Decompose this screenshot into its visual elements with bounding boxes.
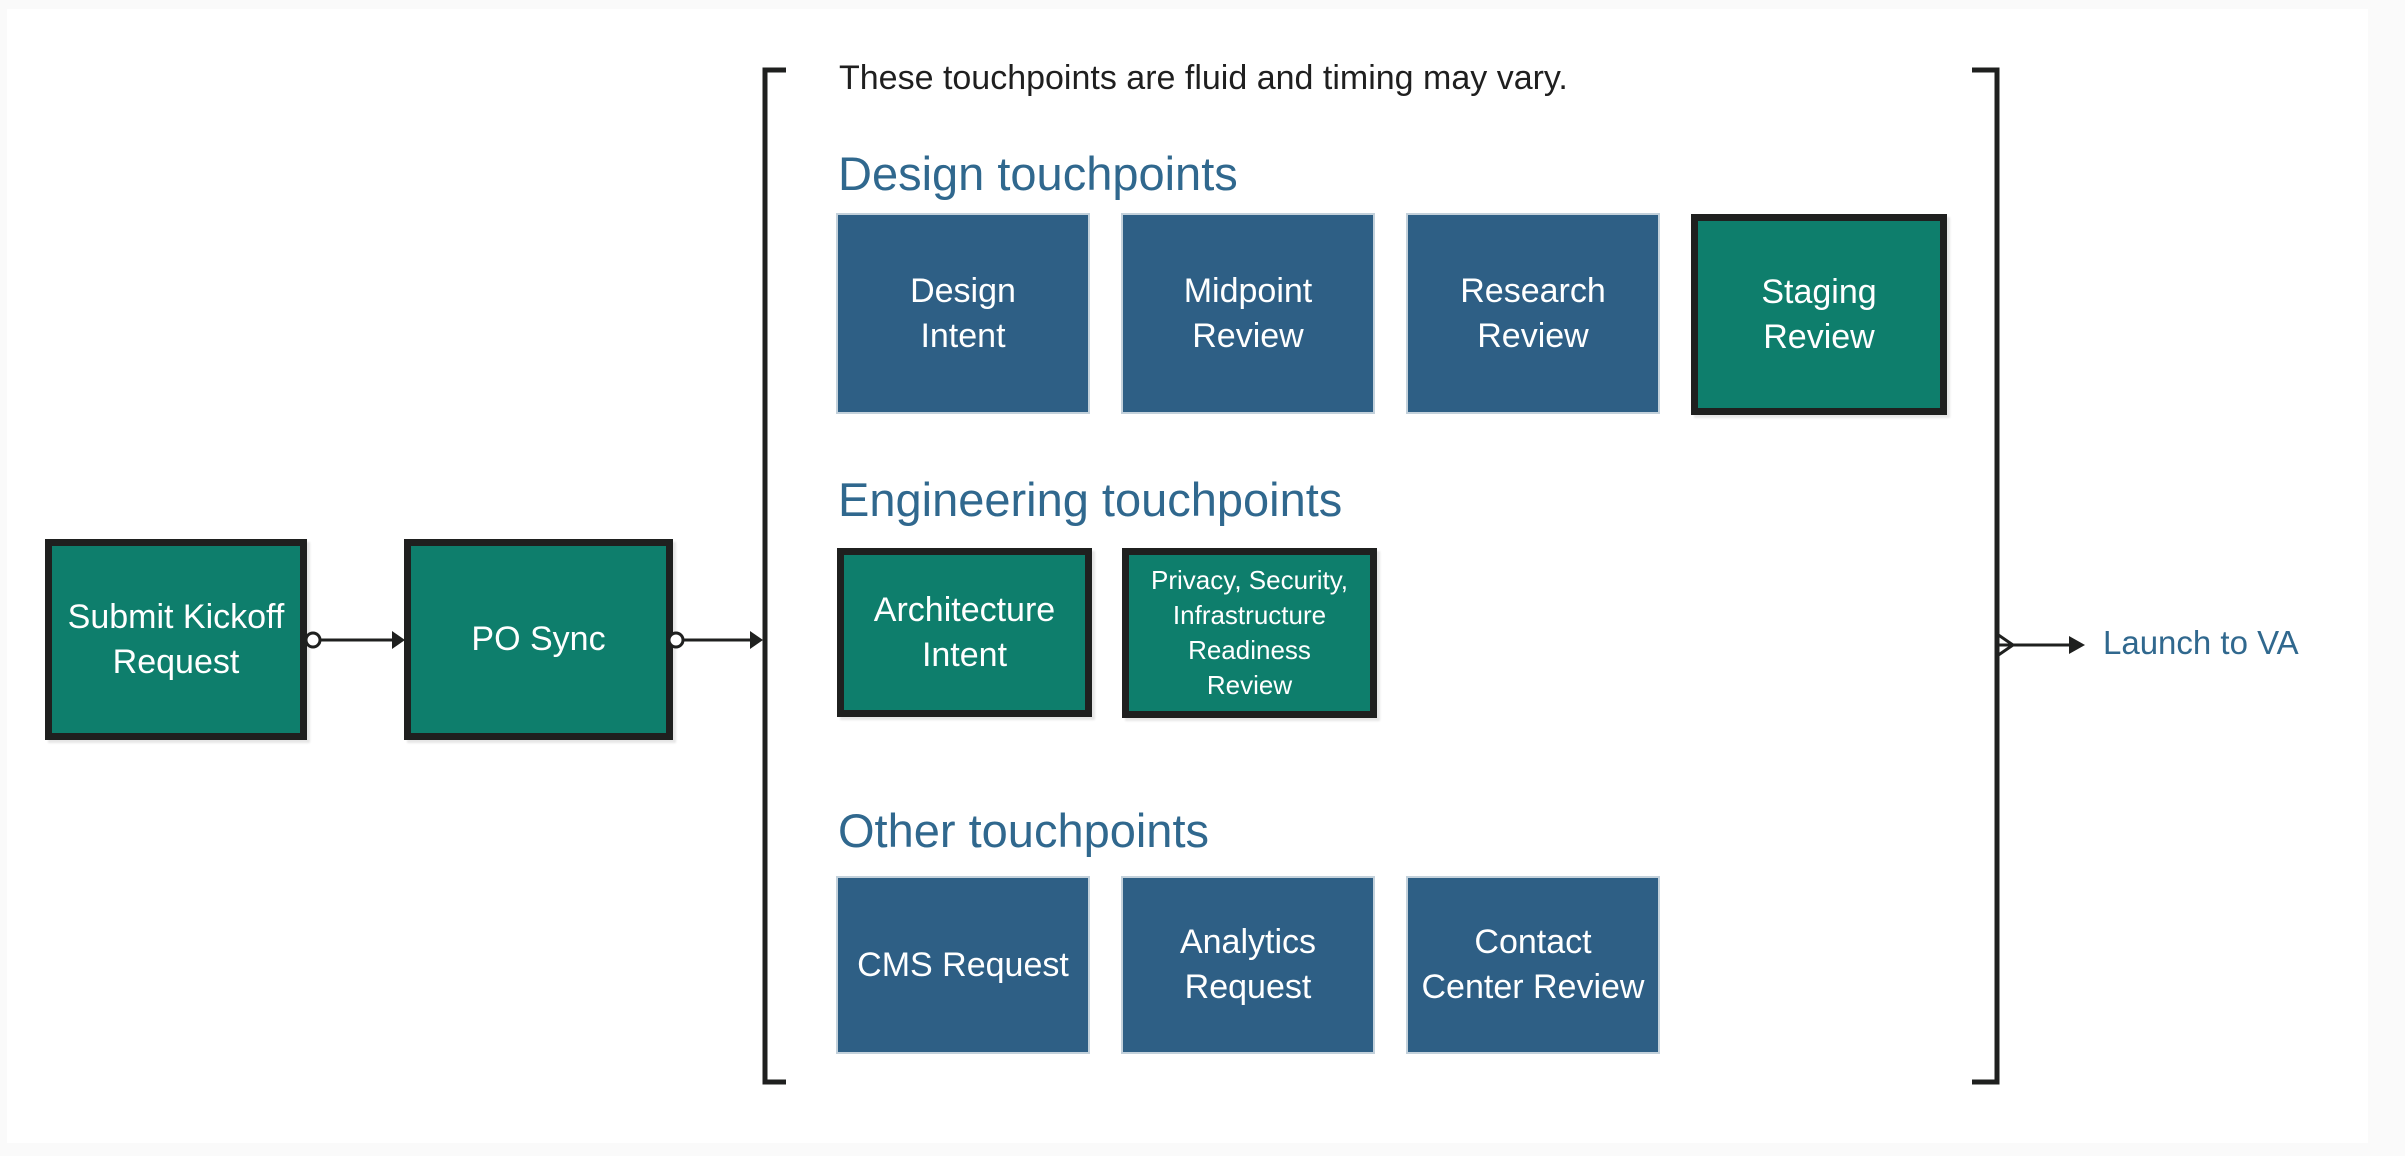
- flow-box-label: Architecture Intent: [873, 590, 1056, 674]
- flow-box-label: Midpoint Review: [1183, 271, 1313, 355]
- flow-box-contact-center-review: Contact Center Review: [1408, 878, 1658, 1052]
- flow-box-architecture-intent: Architecture Intent: [837, 548, 1092, 717]
- heading-other-touchpoints: Other touchpoints: [838, 804, 1209, 857]
- launch-to-va-label: Launch to VA: [2103, 624, 2299, 661]
- heading-engineering-touchpoints: Engineering touchpoints: [838, 473, 1343, 526]
- flow-box-privacy-security-infrastructure-readiness-review: Privacy, Security, Infrastructure Readin…: [1122, 548, 1377, 718]
- flow-box-label: CMS Request: [857, 945, 1069, 984]
- heading-design-touchpoints: Design touchpoints: [838, 147, 1238, 200]
- flow-box-research-review: Research Review: [1408, 215, 1658, 412]
- flow-box-label: Contact Center Review: [1421, 923, 1645, 1006]
- flow-box-po-sync: PO Sync: [404, 539, 673, 740]
- flow-box-design-intent: Design Intent: [838, 215, 1088, 412]
- flow-box-submit-kickoff-request: Submit Kickoff Request: [45, 539, 307, 740]
- flow-box-label: Submit Kickoff Request: [67, 597, 285, 681]
- flow-box-label: PO Sync: [471, 620, 606, 659]
- flow-box-staging-review: Staging Review: [1691, 214, 1947, 415]
- fluid-timing-note: These touchpoints are fluid and timing m…: [839, 59, 1568, 97]
- flow-box-cms-request: CMS Request: [838, 878, 1088, 1052]
- flow-box-label: Research Review: [1460, 271, 1606, 355]
- flow-box-midpoint-review: Midpoint Review: [1123, 215, 1373, 412]
- flow-box-label: Privacy, Security, Infrastructure Readin…: [1151, 565, 1348, 700]
- flow-box-label: Analytics Request: [1179, 923, 1317, 1006]
- flow-box-label: Staging Review: [1761, 272, 1877, 356]
- flow-box-analytics-request: Analytics Request: [1123, 878, 1373, 1052]
- flow-box-label: Design Intent: [910, 271, 1016, 355]
